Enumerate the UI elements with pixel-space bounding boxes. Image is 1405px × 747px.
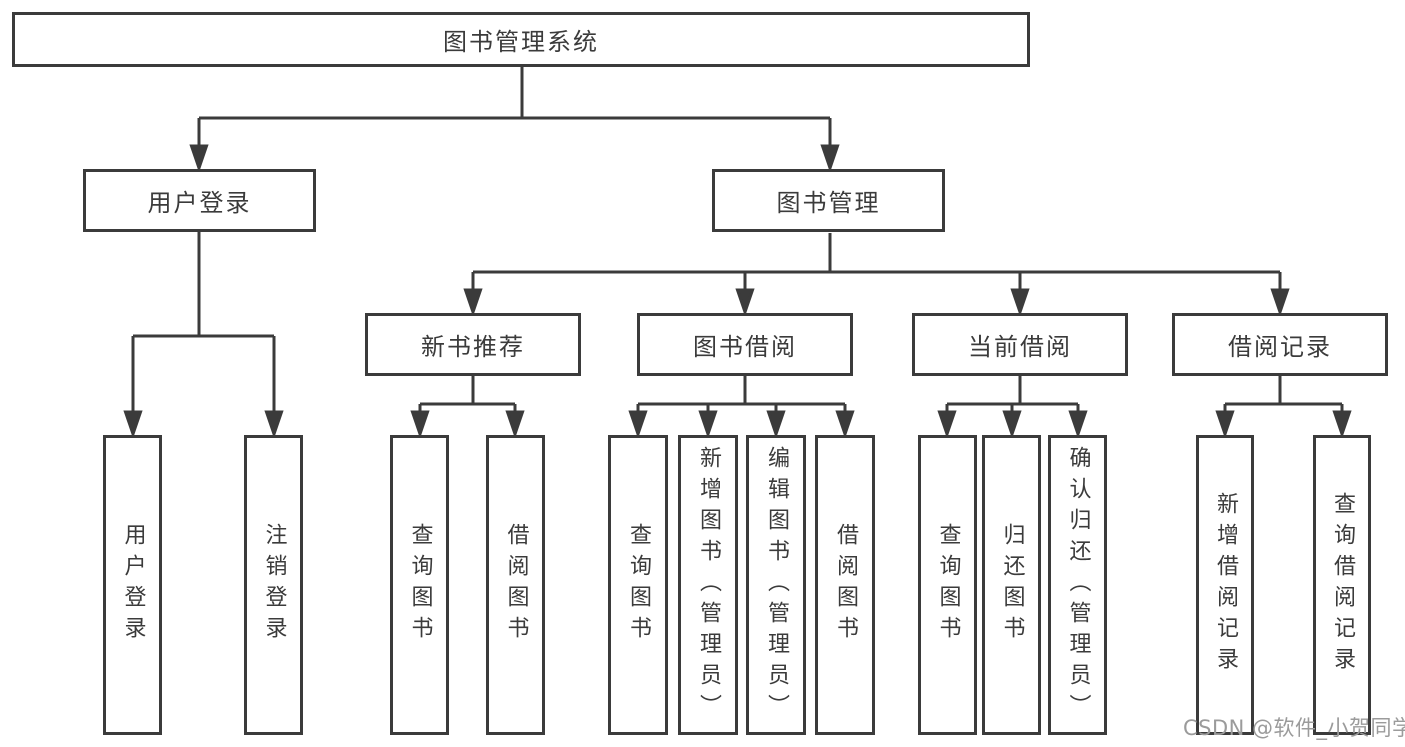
node-book-management-label: 图书管理 (776, 189, 881, 217)
arrow-cb-query-books (937, 404, 957, 439)
arrow-cb-confirm-return (1068, 404, 1088, 439)
node-bb-borrow-books: 借阅图书 (815, 435, 875, 735)
node-bb-add-books: 新增图书（管理员） (678, 435, 738, 735)
arrow-br-query-record (1332, 404, 1352, 439)
arrow-bb-query-books (628, 404, 648, 439)
arrow-to-user-login (189, 118, 209, 173)
node-bb-query-books: 查询图书 (608, 435, 668, 735)
arrow-to-leaf-logout (264, 336, 284, 439)
node-br-add-record: 新增借阅记录 (1196, 435, 1254, 735)
arrow-bb-borrow-books (835, 404, 855, 439)
node-cb-confirm-return: 确认归还（管理员） (1048, 435, 1107, 735)
node-new-book-recommend-label: 新书推荐 (421, 333, 525, 361)
arrow-to-new-book-recommend (463, 272, 483, 317)
node-bb-add-books-label: 新增图书（管理员） (696, 445, 721, 725)
node-book-borrowing: 图书借阅 (637, 313, 853, 376)
arrow-bb-edit-books (766, 404, 786, 439)
arrow-to-book-borrowing (735, 272, 755, 317)
arrow-to-book-management (820, 118, 840, 173)
node-cb-query-books: 查询图书 (918, 435, 977, 735)
node-rec-query-books: 查询图书 (390, 435, 449, 735)
node-root: 图书管理系统 (12, 12, 1030, 67)
arrow-br-add-record (1215, 404, 1235, 439)
node-bb-edit-books-label: 编辑图书（管理员） (764, 445, 789, 725)
node-leaf-user-login: 用户登录 (103, 435, 162, 735)
node-new-book-recommend: 新书推荐 (365, 313, 581, 376)
node-cb-confirm-return-label: 确认归还（管理员） (1065, 445, 1091, 725)
arrow-bb-add-books (698, 404, 718, 439)
node-bb-edit-books: 编辑图书（管理员） (746, 435, 806, 735)
arrow-to-borrowing-records (1270, 272, 1290, 317)
node-current-borrowing-label: 当前借阅 (968, 333, 1072, 361)
node-book-borrowing-label: 图书借阅 (693, 333, 797, 361)
node-user-login-label: 用户登录 (147, 189, 252, 217)
arrow-to-current-borrowing (1010, 272, 1030, 317)
node-leaf-logout: 注销登录 (244, 435, 303, 735)
node-br-query-record: 查询借阅记录 (1313, 435, 1371, 735)
arrow-rec-borrow-books (505, 404, 525, 439)
node-bb-query-books-label: 查询图书 (626, 523, 651, 647)
node-rec-query-books-label: 查询图书 (407, 523, 433, 647)
node-br-add-record-label: 新增借阅记录 (1213, 492, 1238, 678)
node-leaf-logout-label: 注销登录 (261, 523, 287, 647)
node-br-query-record-label: 查询借阅记录 (1330, 492, 1355, 678)
arrow-rec-query-books (410, 404, 430, 439)
node-book-management: 图书管理 (712, 169, 945, 232)
node-bb-borrow-books-label: 借阅图书 (833, 523, 858, 647)
node-cb-return-books: 归还图书 (982, 435, 1041, 735)
node-borrowing-records-label: 借阅记录 (1228, 333, 1332, 361)
watermark: CSDN @软件_小贺同学 (1183, 716, 1405, 740)
node-current-borrowing: 当前借阅 (912, 313, 1128, 376)
arrow-cb-return-books (1002, 404, 1022, 439)
node-root-label: 图书管理系统 (443, 28, 599, 56)
node-rec-borrow-books-label: 借阅图书 (503, 523, 529, 647)
node-leaf-user-login-label: 用户登录 (120, 523, 146, 647)
arrow-to-leaf-user-login (123, 336, 143, 439)
node-user-login: 用户登录 (83, 169, 316, 232)
node-cb-query-books-label: 查询图书 (935, 523, 961, 647)
node-rec-borrow-books: 借阅图书 (486, 435, 545, 735)
node-borrowing-records: 借阅记录 (1172, 313, 1388, 376)
node-cb-return-books-label: 归还图书 (999, 523, 1025, 647)
